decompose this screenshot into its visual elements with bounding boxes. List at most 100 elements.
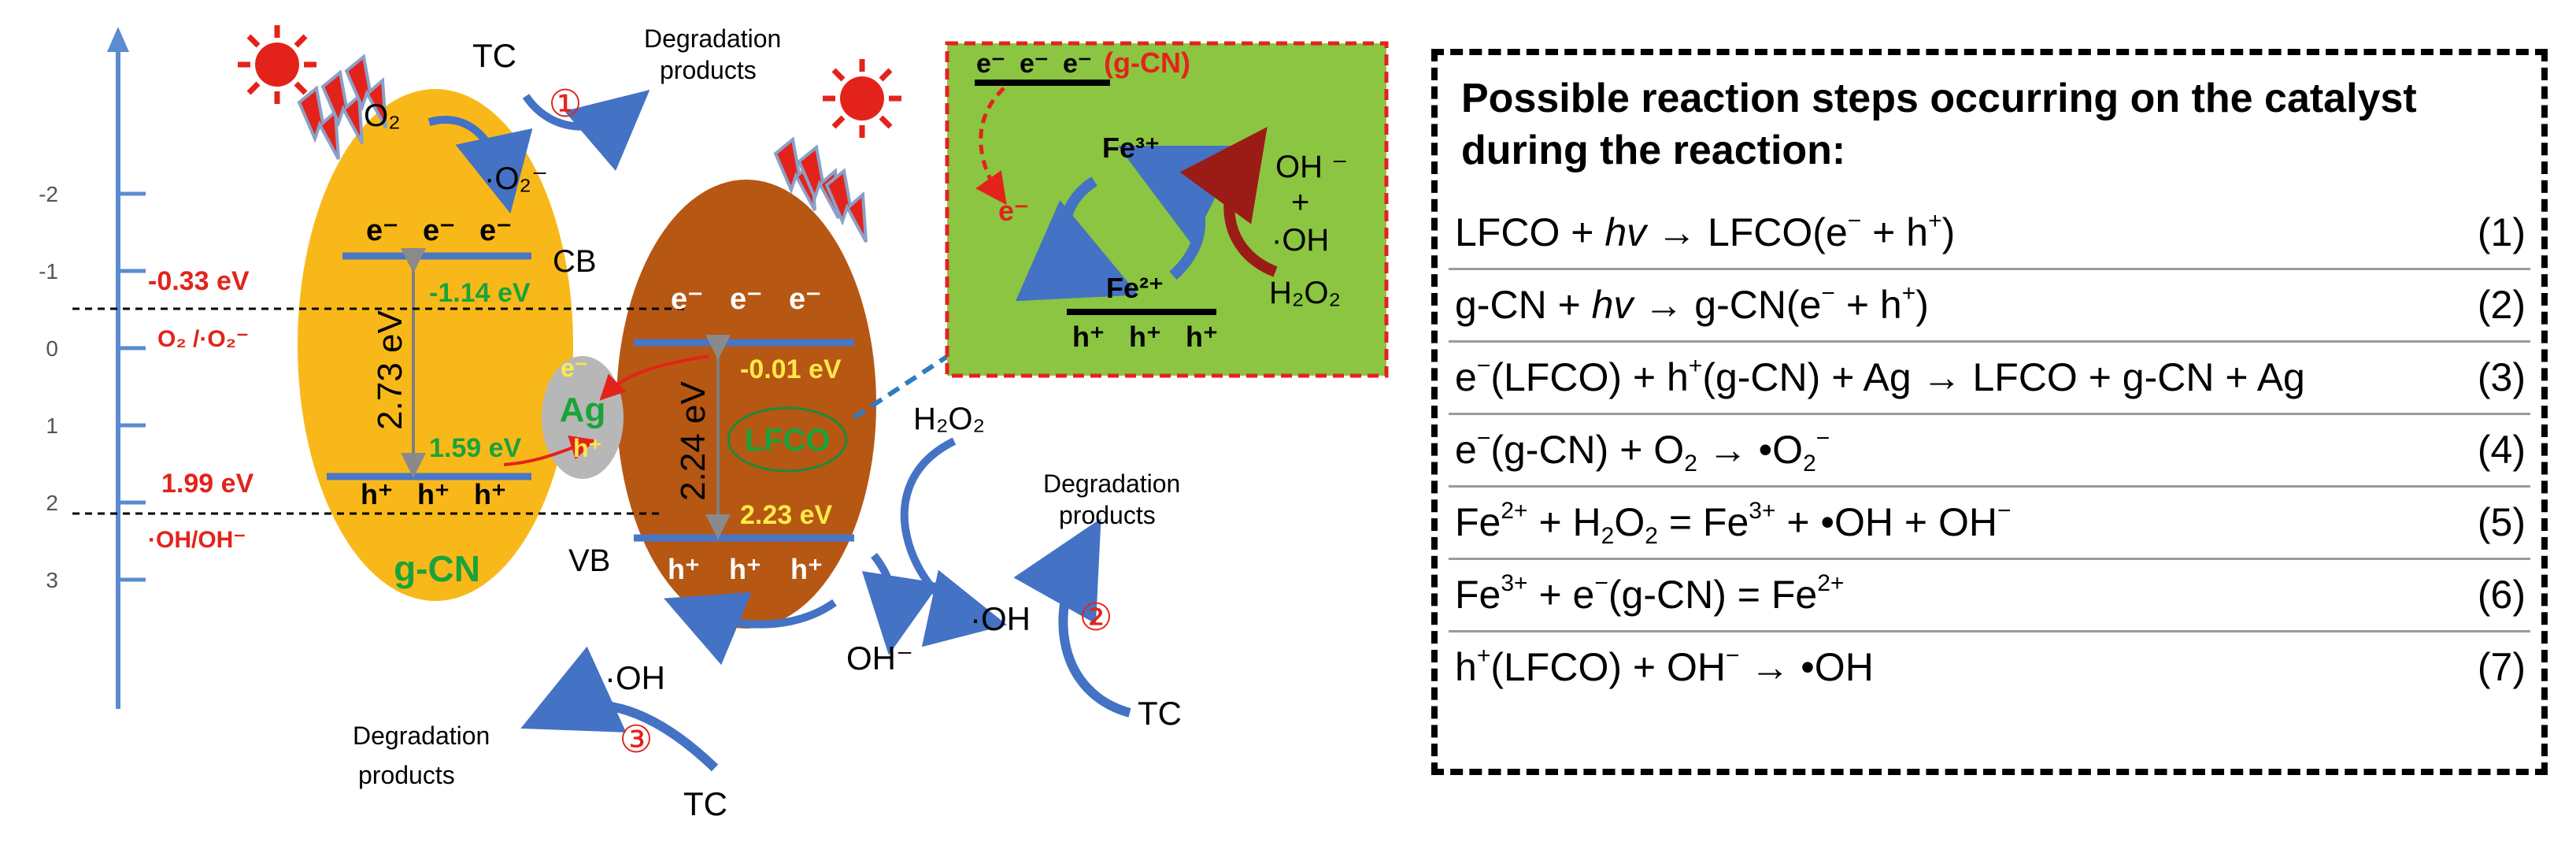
panel-title: Possible reaction steps occurring on the… bbox=[1461, 76, 2417, 173]
ag-hole: h⁺ bbox=[573, 434, 601, 462]
o2-potential: -0.33 eV bbox=[148, 266, 250, 296]
degradation-label-1b: products bbox=[660, 56, 757, 84]
axis-ticks: -2 -1 0 1 2 3 bbox=[39, 182, 146, 592]
gcn-cb-electron: e⁻ bbox=[366, 214, 398, 247]
inset-gcn-label: (g-CN) bbox=[1104, 46, 1190, 79]
hole-transfer-arrow bbox=[503, 435, 596, 466]
reaction-equation-5: Fe2+ + H2O2 = Fe3+ + •OH + OH− bbox=[1455, 498, 2012, 549]
oh-potential: 1.99 eV bbox=[161, 469, 254, 499]
inset-hole: h⁺ bbox=[1072, 321, 1105, 353]
inset-electron: e⁻ bbox=[976, 49, 1005, 79]
inset-hole: h⁺ bbox=[1129, 321, 1161, 353]
lfco-vb-hole: h⁺ bbox=[729, 553, 761, 585]
reaction-equation-4: e−(g-CN) + O2 → •O2− bbox=[1455, 425, 1830, 477]
diagram-labels: e⁻ e⁻ e⁻ h⁺ h⁺ h⁺ CB -1.14 eV 1.59 eV 2.73 eV g-CN… bbox=[148, 24, 1348, 822]
degradation-label-2: Degradation bbox=[1043, 469, 1180, 498]
lfco-cb-electron: e⁻ bbox=[671, 283, 703, 316]
inset-fe3: Fe³⁺ bbox=[1102, 132, 1160, 164]
degradation-label-3b: products bbox=[358, 761, 455, 789]
inset-electron-arrow bbox=[975, 87, 1007, 206]
ag-electron: e⁻ bbox=[561, 354, 588, 382]
gcn-cb-potential: -1.14 eV bbox=[429, 278, 531, 308]
lfco-vb-label: VB bbox=[568, 543, 610, 578]
axis-arrowhead bbox=[107, 27, 129, 52]
reaction-equation-7: h+(LFCO) + OH− → •OH bbox=[1455, 643, 1874, 690]
reaction-equation-3: e−(LFCO) + h+(g-CN) + Ag → LFCO + g-CN +… bbox=[1455, 353, 2305, 400]
lfco-label-ring bbox=[727, 406, 848, 473]
axis-tick-label: 0 bbox=[46, 336, 58, 361]
reaction-step: Fe2+ + H2O2 = Fe3+ + •OH + OH− (5) bbox=[1455, 495, 2526, 550]
degradation-arrow-2 bbox=[1013, 518, 1131, 718]
reaction-step: Fe3+ + e−(g-CN) = Fe2+ (6) bbox=[1455, 567, 2526, 622]
degradation-label-1: Degradation bbox=[644, 24, 781, 53]
divider bbox=[1449, 558, 2530, 560]
divider bbox=[1449, 485, 2530, 488]
oh-couple: ·OH/OH⁻ bbox=[148, 527, 246, 553]
superoxide-label: ·O₂⁻ bbox=[484, 161, 548, 196]
lfco-vb-potential: 2.23 eV bbox=[740, 500, 833, 530]
h2o2-path-arrow bbox=[900, 437, 1008, 647]
o2-label: O₂ bbox=[364, 98, 401, 133]
inset-hole: h⁺ bbox=[1186, 321, 1218, 353]
reaction-step: e−(g-CN) + O2 → •O2− (4) bbox=[1455, 422, 2526, 477]
axis-tick-label: 1 bbox=[46, 414, 58, 438]
lfco-cb-electron: e⁻ bbox=[789, 283, 821, 316]
lfco-vb-hole: h⁺ bbox=[668, 553, 700, 585]
reaction-step: LFCO + hv → LFCO(e− + h+) (1) bbox=[1455, 205, 2526, 260]
oh-radical-label-2: ·OH bbox=[970, 600, 1031, 637]
reaction-number: (6) bbox=[2477, 573, 2526, 617]
degradation-label-3: Degradation bbox=[353, 721, 490, 750]
reaction-number: (1) bbox=[2477, 210, 2526, 254]
inset-electron: e⁻ bbox=[1020, 49, 1049, 79]
reaction-equation-2: g-CN + hv → g-CN(e− + h+) bbox=[1455, 280, 1929, 328]
o2-couple: O₂ /·O₂⁻ bbox=[157, 326, 249, 352]
axis-tick-label: -1 bbox=[39, 259, 58, 284]
degradation-arrow-3 bbox=[520, 646, 719, 772]
tc-label-2: TC bbox=[1138, 695, 1182, 732]
axis-tick-label: 2 bbox=[46, 491, 58, 515]
degradation-arrow-1 bbox=[522, 89, 650, 171]
inset-oh-radical: ·OH bbox=[1271, 223, 1329, 258]
gcn-vb-potential: 1.59 eV bbox=[429, 433, 522, 463]
axis-tick-label: 3 bbox=[46, 568, 58, 592]
gcn-vb-hole: h⁺ bbox=[474, 478, 506, 510]
divider bbox=[1449, 340, 2530, 343]
reaction-equation-6: Fe3+ + e−(g-CN) = Fe2+ bbox=[1455, 570, 1845, 618]
oh-radical-label-3: ·OH bbox=[605, 659, 665, 696]
lfco-particle bbox=[616, 180, 876, 629]
inset-link-arrow bbox=[853, 313, 1012, 420]
reaction-number: (7) bbox=[2477, 645, 2526, 689]
gcn-cb-electron: e⁻ bbox=[479, 214, 512, 247]
h2o2-decomposition-arrow bbox=[1179, 127, 1278, 277]
inset-electron: e⁻ bbox=[1063, 49, 1092, 79]
reaction-number: (2) bbox=[2477, 283, 2526, 327]
ag-name: Ag bbox=[560, 391, 606, 429]
oh-radical-arrow bbox=[664, 592, 837, 666]
inset-oh-minus: OH ⁻ bbox=[1275, 150, 1348, 184]
inset-h2o2: H₂O₂ bbox=[1269, 276, 1341, 310]
inset-transfer-electron: e⁻ bbox=[998, 195, 1029, 227]
reaction-number: (4) bbox=[2477, 428, 2526, 472]
o2-reduction-arrow bbox=[427, 116, 533, 214]
step-2-marker: ② bbox=[1079, 597, 1112, 639]
gcn-cb-electron: e⁻ bbox=[423, 214, 455, 247]
lfco-name: LFCO bbox=[745, 423, 831, 458]
sun-icon bbox=[823, 59, 901, 138]
gcn-name: g-CN bbox=[394, 548, 480, 589]
lfco-cb-potential: -0.01 eV bbox=[740, 354, 842, 384]
tc-label-3: TC bbox=[683, 785, 727, 822]
degradation-label-2b: products bbox=[1059, 501, 1156, 529]
gcn-cb-label: CB bbox=[553, 244, 597, 279]
tc-label-1: TC bbox=[472, 37, 516, 74]
step-3-marker: ③ bbox=[619, 719, 653, 761]
reaction-step: h+(LFCO) + OH− → •OH (7) bbox=[1455, 640, 2526, 695]
divider bbox=[1449, 268, 2530, 270]
gcn-vb-hole: h⁺ bbox=[361, 478, 393, 510]
reaction-step: g-CN + hv → g-CN(e− + h+) (2) bbox=[1455, 277, 2526, 332]
reaction-number: (5) bbox=[2477, 500, 2526, 544]
gcn-band-gap: 2.73 eV bbox=[371, 310, 409, 430]
lfco-band-gap: 2.24 eV bbox=[674, 381, 712, 501]
axis-tick-label: -2 bbox=[39, 182, 58, 206]
mechanism-diagram: -2 -1 0 1 2 3 e⁻ e⁻ e⁻ h⁺ h⁺ h⁺ CB -1.14 eV 1.59 eV 2.… bbox=[39, 0, 1389, 822]
electron-transfer-arrow bbox=[599, 354, 709, 401]
